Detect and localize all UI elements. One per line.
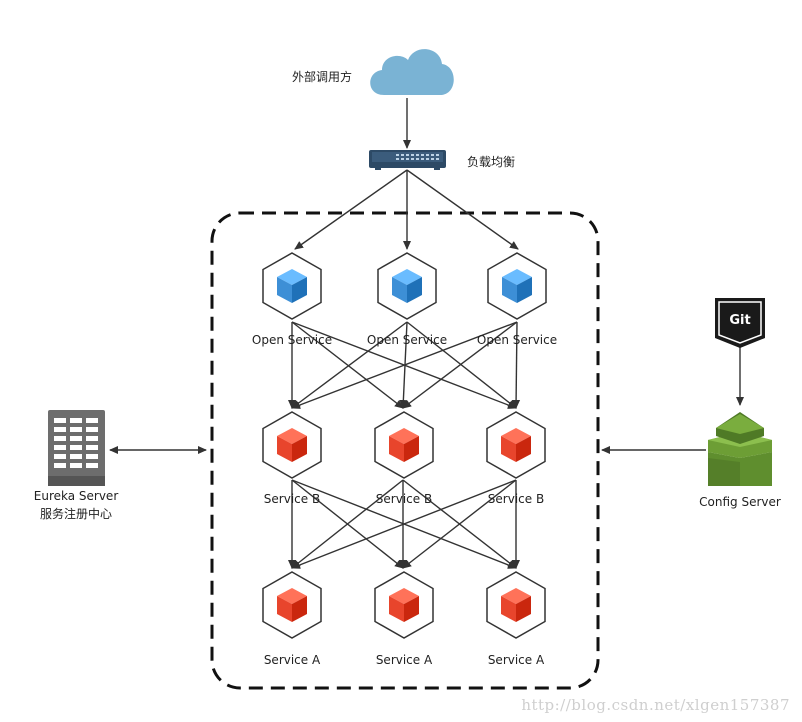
service-a-node-3: [486, 571, 546, 639]
config-server-label: Config Server: [699, 495, 781, 509]
open-service-label-2: Open Service: [366, 333, 448, 347]
git-badge-icon: [715, 298, 765, 348]
service-a-label-2: Service A: [375, 653, 433, 667]
arrow-lb-to-open-3: [406, 169, 519, 250]
open-service-node-3: [487, 252, 547, 320]
network-switch-icon: [369, 150, 446, 170]
server-rack-icon: [48, 410, 105, 486]
service-a-node-1: [262, 571, 322, 639]
service-a-node-2: [374, 571, 434, 639]
open-service-node-2: [377, 252, 437, 320]
service-b-label-3: Service B: [487, 492, 545, 506]
connection-arrows: [109, 98, 744, 569]
client-label: 外部调用方: [292, 70, 353, 84]
watermark: http://blog.csdn.net/xlgen157387: [521, 696, 790, 714]
load-balancer-label: 负载均衡: [467, 155, 516, 169]
service-a-label-1: Service A: [263, 653, 321, 667]
service-b-node-3: [486, 411, 546, 479]
git-label: Git: [729, 313, 751, 328]
service-cluster-boundary: [210, 211, 600, 690]
service-a-label-3: Service A: [487, 653, 545, 667]
eureka-server-desc: 服务注册中心: [39, 507, 112, 521]
service-b-node-1: [262, 411, 322, 479]
stacked-layers-icon: [708, 412, 772, 486]
cloud-icon: [370, 49, 454, 95]
service-b-node-2: [374, 411, 434, 479]
service-b-label-1: Service B: [263, 492, 321, 506]
open-service-label-3: Open Service: [476, 333, 558, 347]
open-service-label-1: Open Service: [251, 333, 333, 347]
arrow-lb-to-open-1: [294, 169, 408, 250]
eureka-server-label: Eureka Server: [33, 489, 119, 503]
service-b-label-2: Service B: [375, 492, 433, 506]
open-service-node-1: [262, 252, 322, 320]
